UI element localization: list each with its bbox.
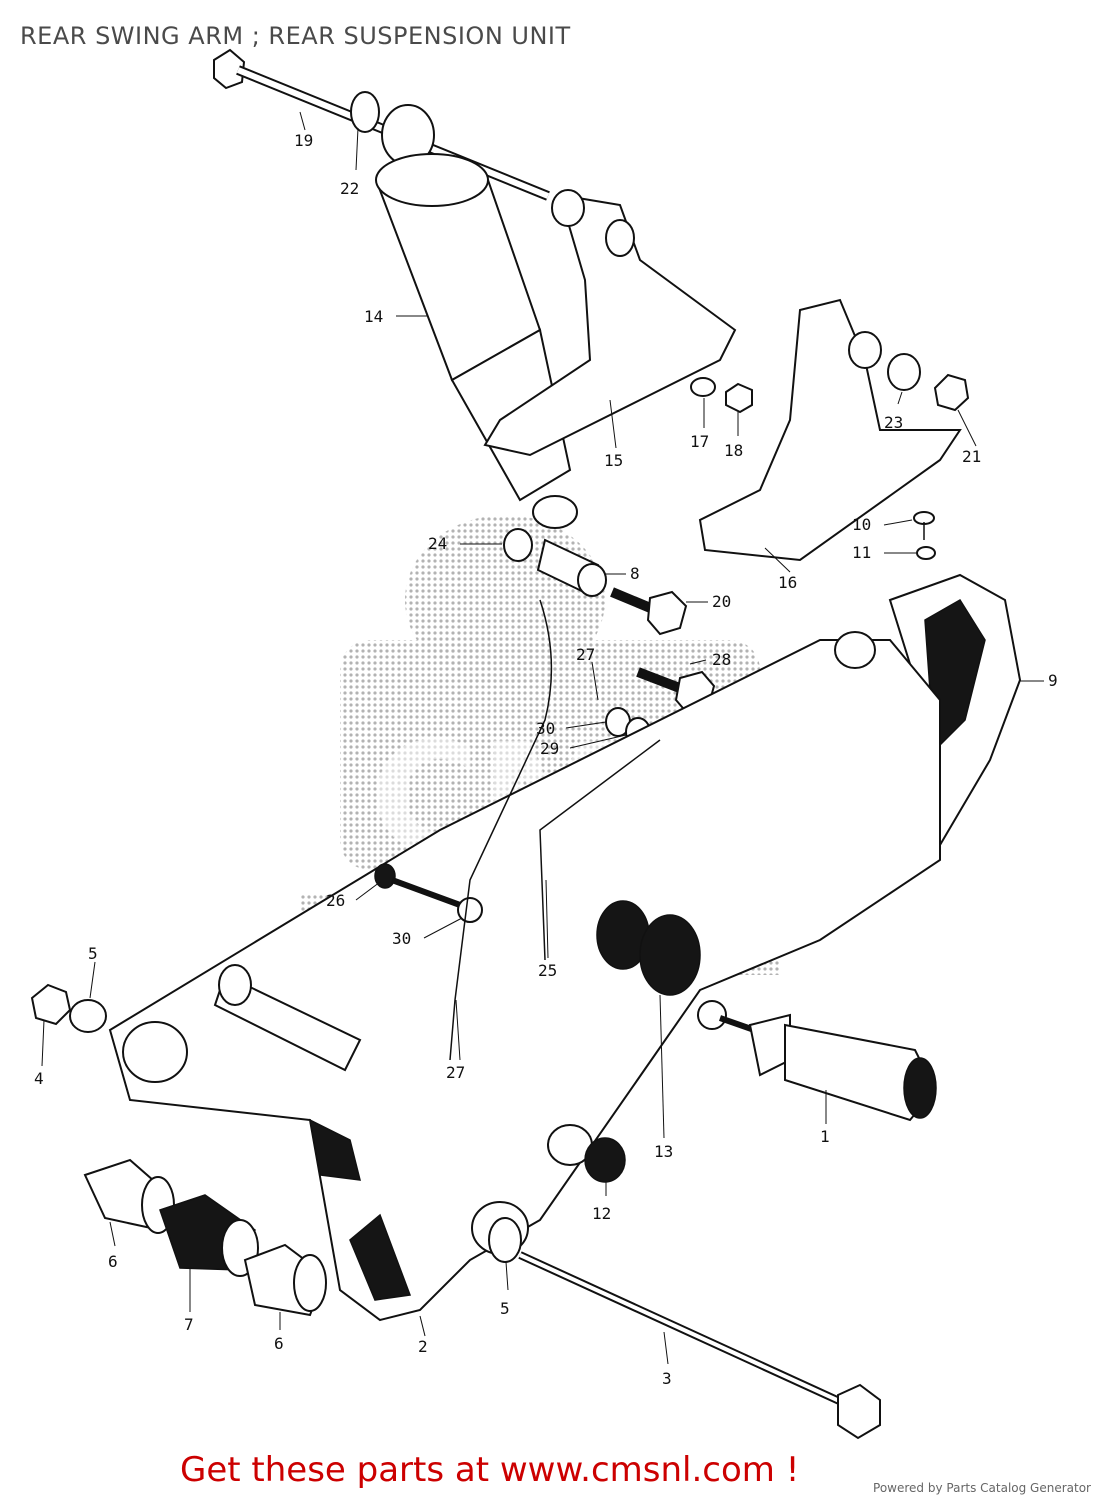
- callout-27-upper: 27: [576, 645, 595, 664]
- part-7-bushing: [159, 1194, 259, 1277]
- page-title: REAR SWING ARM ; REAR SUSPENSION UNIT: [20, 22, 571, 50]
- callout-22: 22: [340, 179, 359, 198]
- callout-labels: 19 22 14 15 17 18 23 21 10 11 16 24 8 20…: [34, 111, 1058, 1388]
- callout-12: 12: [592, 1204, 611, 1223]
- powered-by-text: Powered by Parts Catalog Generator: [873, 1481, 1091, 1495]
- callout-30-lower: 30: [392, 929, 411, 948]
- callout-23: 23: [884, 413, 903, 432]
- part-27-rod: [449, 599, 553, 1061]
- callout-16: 16: [778, 573, 797, 592]
- callout-6-right: 6: [274, 1334, 284, 1353]
- part-25-rod: [539, 739, 661, 961]
- callout-5-left: 5: [88, 944, 98, 963]
- callout-27-lower: 27: [446, 1063, 465, 1082]
- part-3-axle: [518, 1251, 881, 1440]
- callout-6-left: 6: [108, 1252, 118, 1271]
- part-1-footpeg: [697, 1000, 937, 1122]
- part-21-nut: [933, 373, 970, 412]
- callout-3: 3: [662, 1369, 672, 1388]
- callout-13: 13: [654, 1142, 673, 1161]
- part-8-bushing: [536, 538, 607, 597]
- callout-5-right: 5: [500, 1299, 510, 1318]
- callout-10: 10: [852, 515, 871, 534]
- callout-14: 14: [364, 307, 383, 326]
- callout-20: 20: [712, 592, 731, 611]
- part-14-shock-absorber: [375, 104, 578, 529]
- part-12-plug: [547, 1124, 626, 1183]
- part-6-bushing-a: [83, 1158, 175, 1234]
- part-15-bracket: [483, 189, 737, 457]
- callout-15: 15: [604, 451, 623, 470]
- callout-9: 9: [1048, 671, 1058, 690]
- part-22-washer: [350, 91, 380, 133]
- pivot-tube: [213, 964, 362, 1072]
- part-10-screw: [913, 511, 935, 540]
- callout-30-upper: 30: [536, 719, 555, 738]
- part-24-bushing: [503, 528, 533, 562]
- callout-28: 28: [712, 650, 731, 669]
- part-16-bracket: [698, 298, 962, 562]
- part-6-bushing-b: [243, 1243, 327, 1317]
- part-11-washer: [916, 546, 936, 560]
- callout-17: 17: [690, 432, 709, 451]
- callout-7: 7: [184, 1315, 194, 1334]
- part-17-washer: [690, 377, 716, 397]
- callout-19: 19: [294, 131, 313, 150]
- callout-24: 24: [428, 534, 447, 553]
- part-23-washer: [887, 353, 921, 391]
- callout-11: 11: [852, 543, 871, 562]
- part-4-nut: [30, 983, 72, 1026]
- part-18-nut: [725, 382, 753, 414]
- callout-8: 8: [630, 564, 640, 583]
- cta-link[interactable]: Get these parts at www.cmsnl.com !: [180, 1450, 800, 1490]
- part-5-washer-left: [69, 999, 107, 1033]
- callout-21: 21: [962, 447, 981, 466]
- part-13-cap-b: [639, 914, 701, 996]
- part-5-washer-right: [488, 1217, 522, 1263]
- callout-2: 2: [418, 1337, 428, 1356]
- part-20-bolt: [610, 587, 688, 636]
- callout-26: 26: [326, 891, 345, 910]
- callout-25: 25: [538, 961, 557, 980]
- callout-1: 1: [820, 1127, 830, 1146]
- callout-4: 4: [34, 1069, 44, 1088]
- callout-29: 29: [540, 739, 559, 758]
- callout-18: 18: [724, 441, 743, 460]
